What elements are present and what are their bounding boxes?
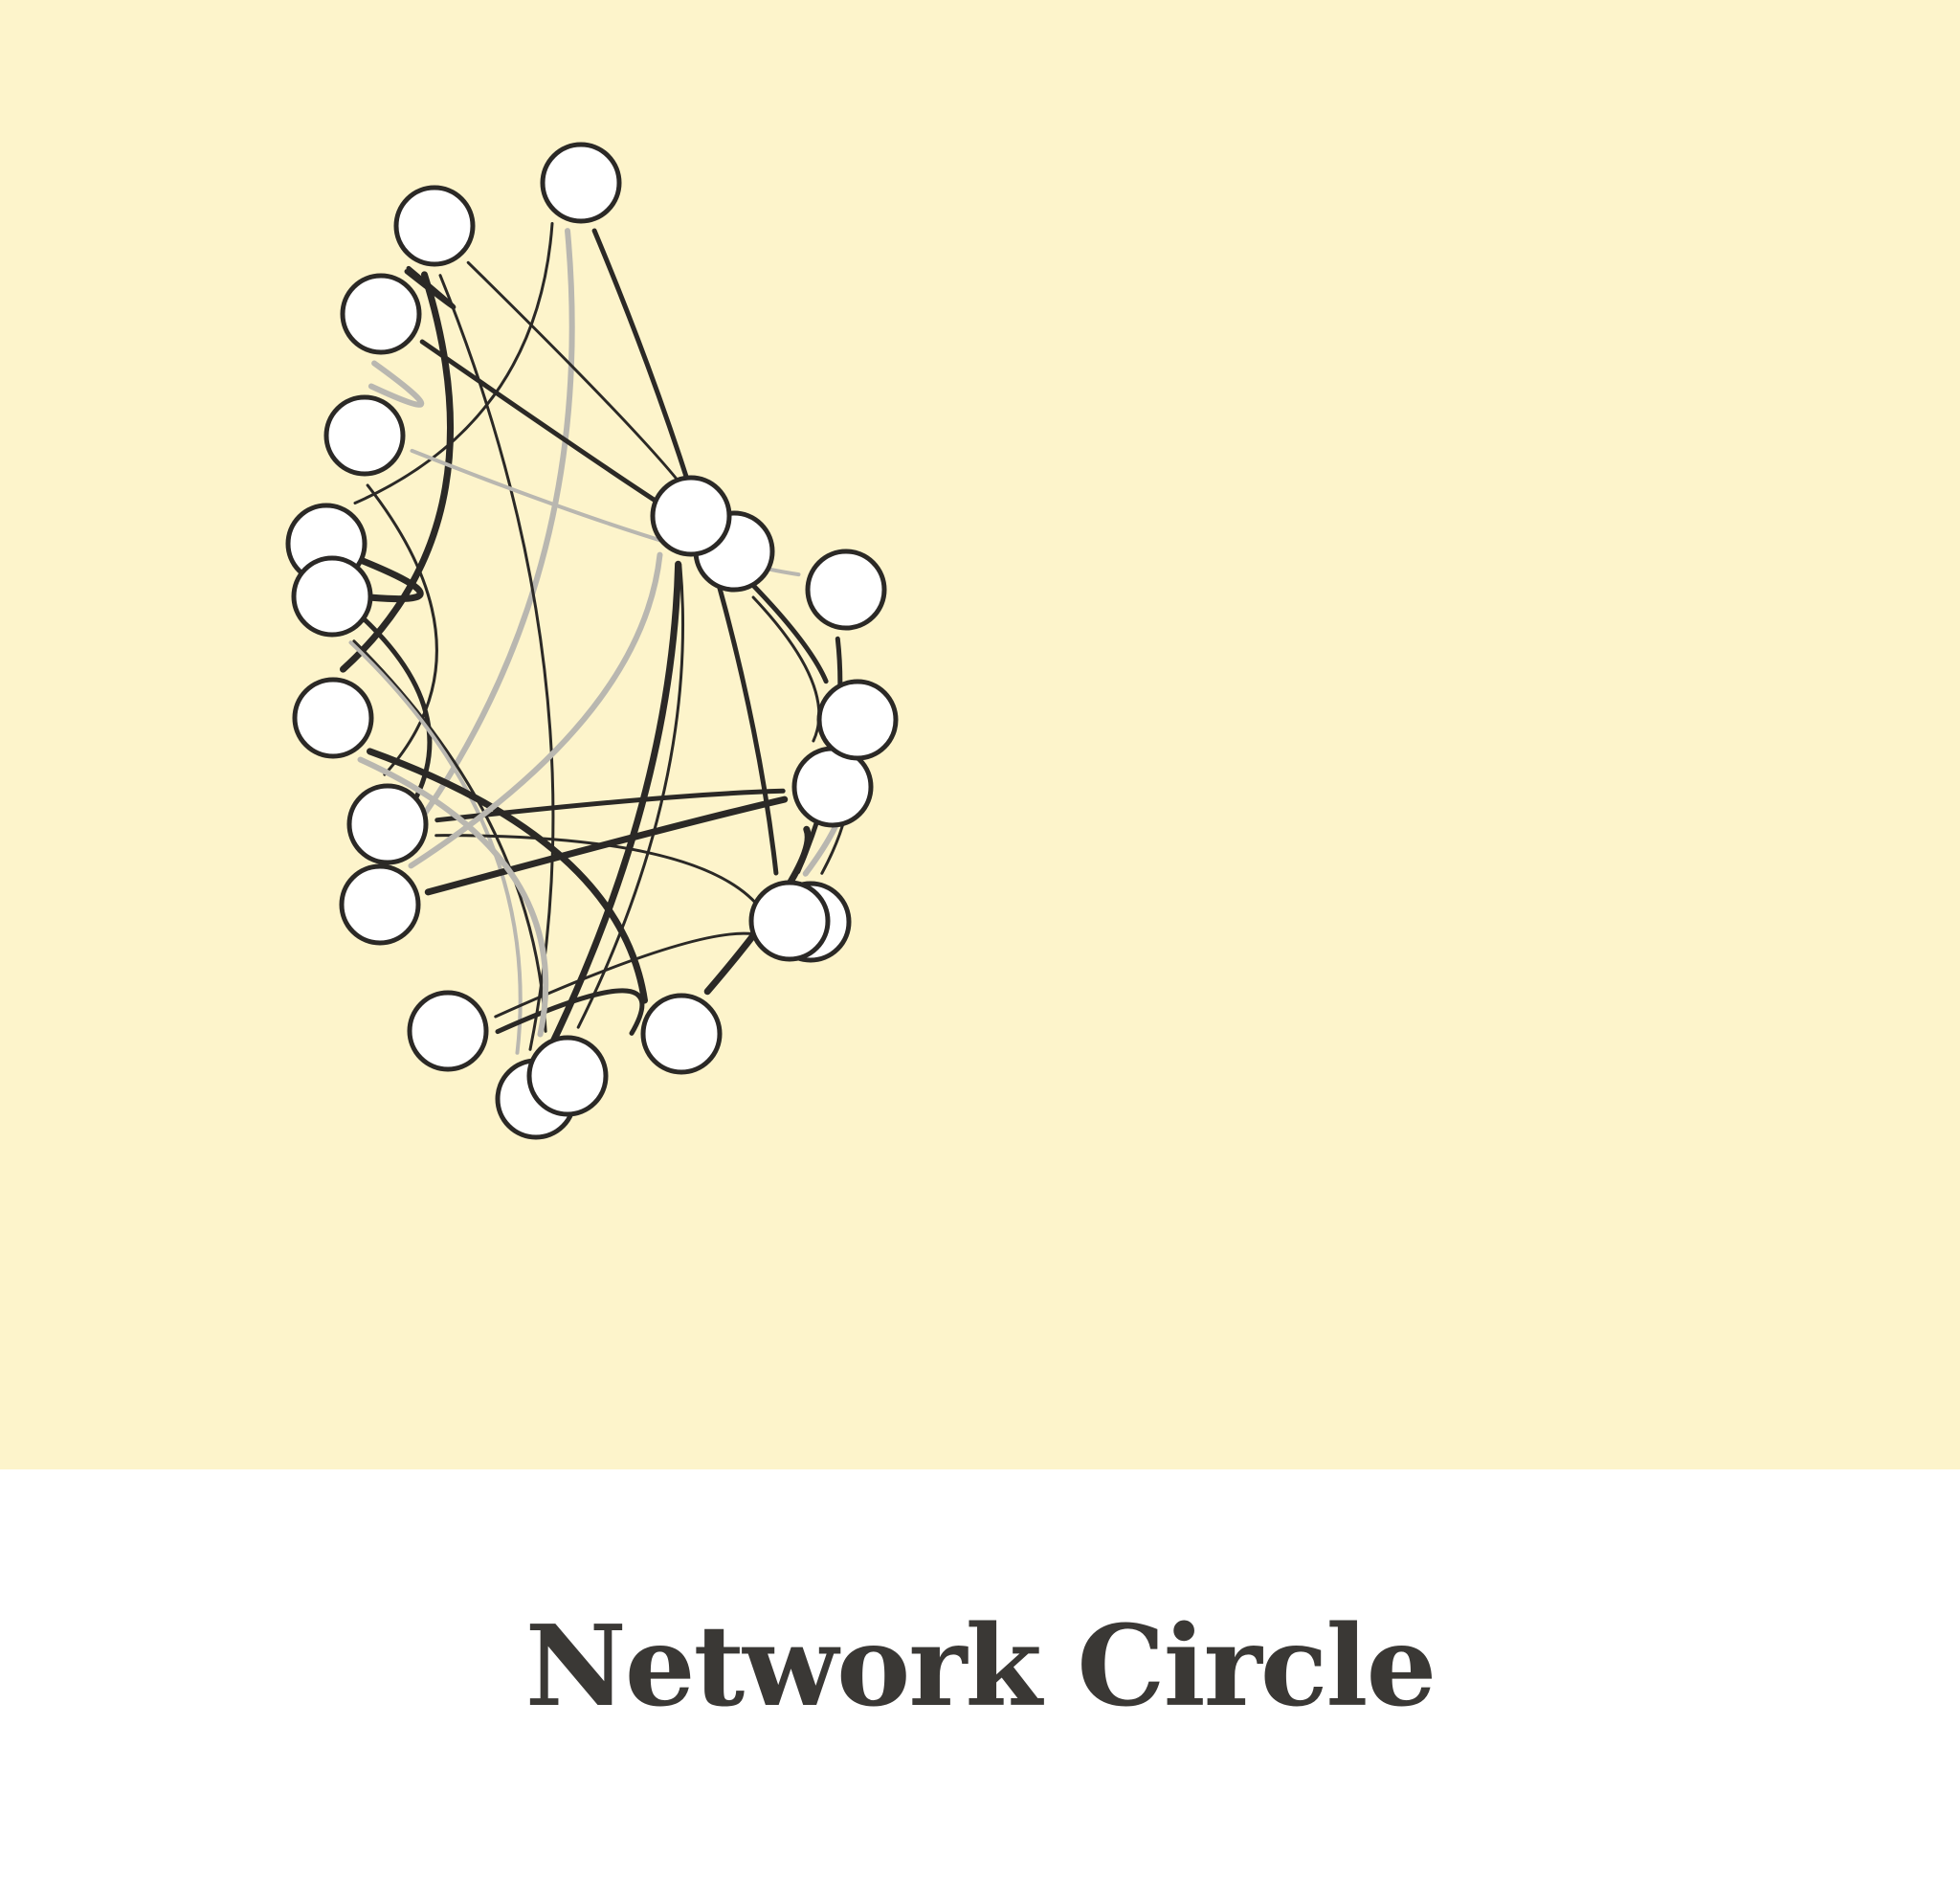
nodes-layer — [285, 142, 899, 1140]
node-n3-circle-node — [323, 394, 406, 477]
node-n8-circle-node — [339, 863, 421, 946]
node-n16-circle-node — [816, 679, 899, 761]
network-illustration — [0, 0, 1960, 1469]
node-n2-circle-node — [340, 273, 422, 355]
caption-panel: Network Circle — [0, 1469, 1960, 1882]
link-n19-n8 — [408, 551, 663, 869]
node-n5-circle-node — [291, 555, 373, 638]
node-n12-circle-node — [640, 993, 723, 1075]
link-n2-n3 — [368, 360, 425, 408]
link-n11-n19 — [576, 563, 685, 1029]
link-n1-n10 — [438, 274, 555, 1051]
link-n0-n8 — [390, 228, 575, 860]
node-n0-circle-node — [540, 142, 622, 224]
link-n10-n19 — [545, 560, 682, 1055]
link-n5-n11 — [352, 639, 547, 1033]
link-n8-n15 — [424, 795, 789, 896]
page-title: Network Circle — [524, 1602, 1437, 1732]
node-n14-circle-node — [748, 880, 831, 962]
node-n6-circle-node — [292, 677, 374, 759]
link-n9-n13 — [494, 931, 765, 1019]
link-n7-n13 — [434, 834, 764, 912]
illustration-background — [0, 0, 1960, 1469]
link-n11-n6 — [357, 756, 549, 1038]
node-n1-circle-node — [393, 185, 476, 267]
node-n11-circle-node — [526, 1035, 609, 1117]
link-n3-n7 — [366, 483, 438, 776]
link-n7-n15 — [434, 788, 786, 823]
link-n9-n12 — [495, 988, 645, 1036]
link-n1-n6 — [340, 271, 455, 673]
network-diagram — [0, 0, 1960, 1469]
node-n7-circle-node — [346, 783, 429, 865]
node-n17-circle-node — [805, 549, 887, 631]
node-n19-circle-node — [650, 475, 732, 557]
node-n9-circle-node — [407, 990, 489, 1072]
